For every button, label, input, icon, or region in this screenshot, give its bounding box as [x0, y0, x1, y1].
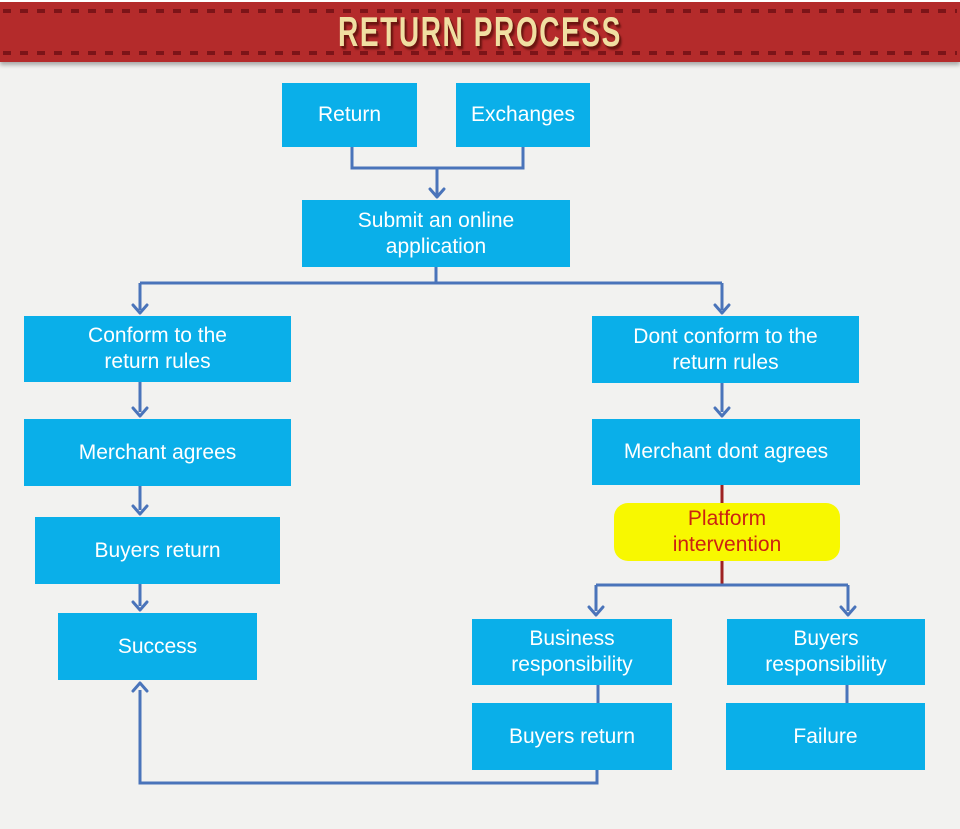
node-buyers-return-left: Buyers return [35, 517, 280, 584]
node-failure: Failure [726, 703, 925, 770]
node-platform-intervention: Platform intervention [614, 503, 840, 561]
node-buyers-responsibility: Buyers responsibility [727, 619, 925, 685]
node-exchanges: Exchanges [456, 83, 590, 147]
node-submit-application: Submit an online application [302, 200, 570, 267]
node-success: Success [58, 613, 257, 680]
node-buyers-return-right: Buyers return [472, 703, 672, 770]
banner-title: RETURN PROCESS [338, 7, 622, 56]
node-business-responsibility: Business responsibility [472, 619, 672, 685]
dashed-border-top [3, 9, 957, 13]
node-merchant-agrees: Merchant agrees [24, 419, 291, 486]
node-merchant-dont-agrees: Merchant dont agrees [592, 419, 860, 485]
banner: RETURN PROCESS [0, 0, 960, 62]
node-dont-conform-rules: Dont conform to the return rules [592, 316, 859, 383]
node-return: Return [282, 83, 417, 147]
node-conform-rules: Conform to the return rules [24, 316, 291, 382]
dashed-border-bottom [3, 51, 957, 55]
